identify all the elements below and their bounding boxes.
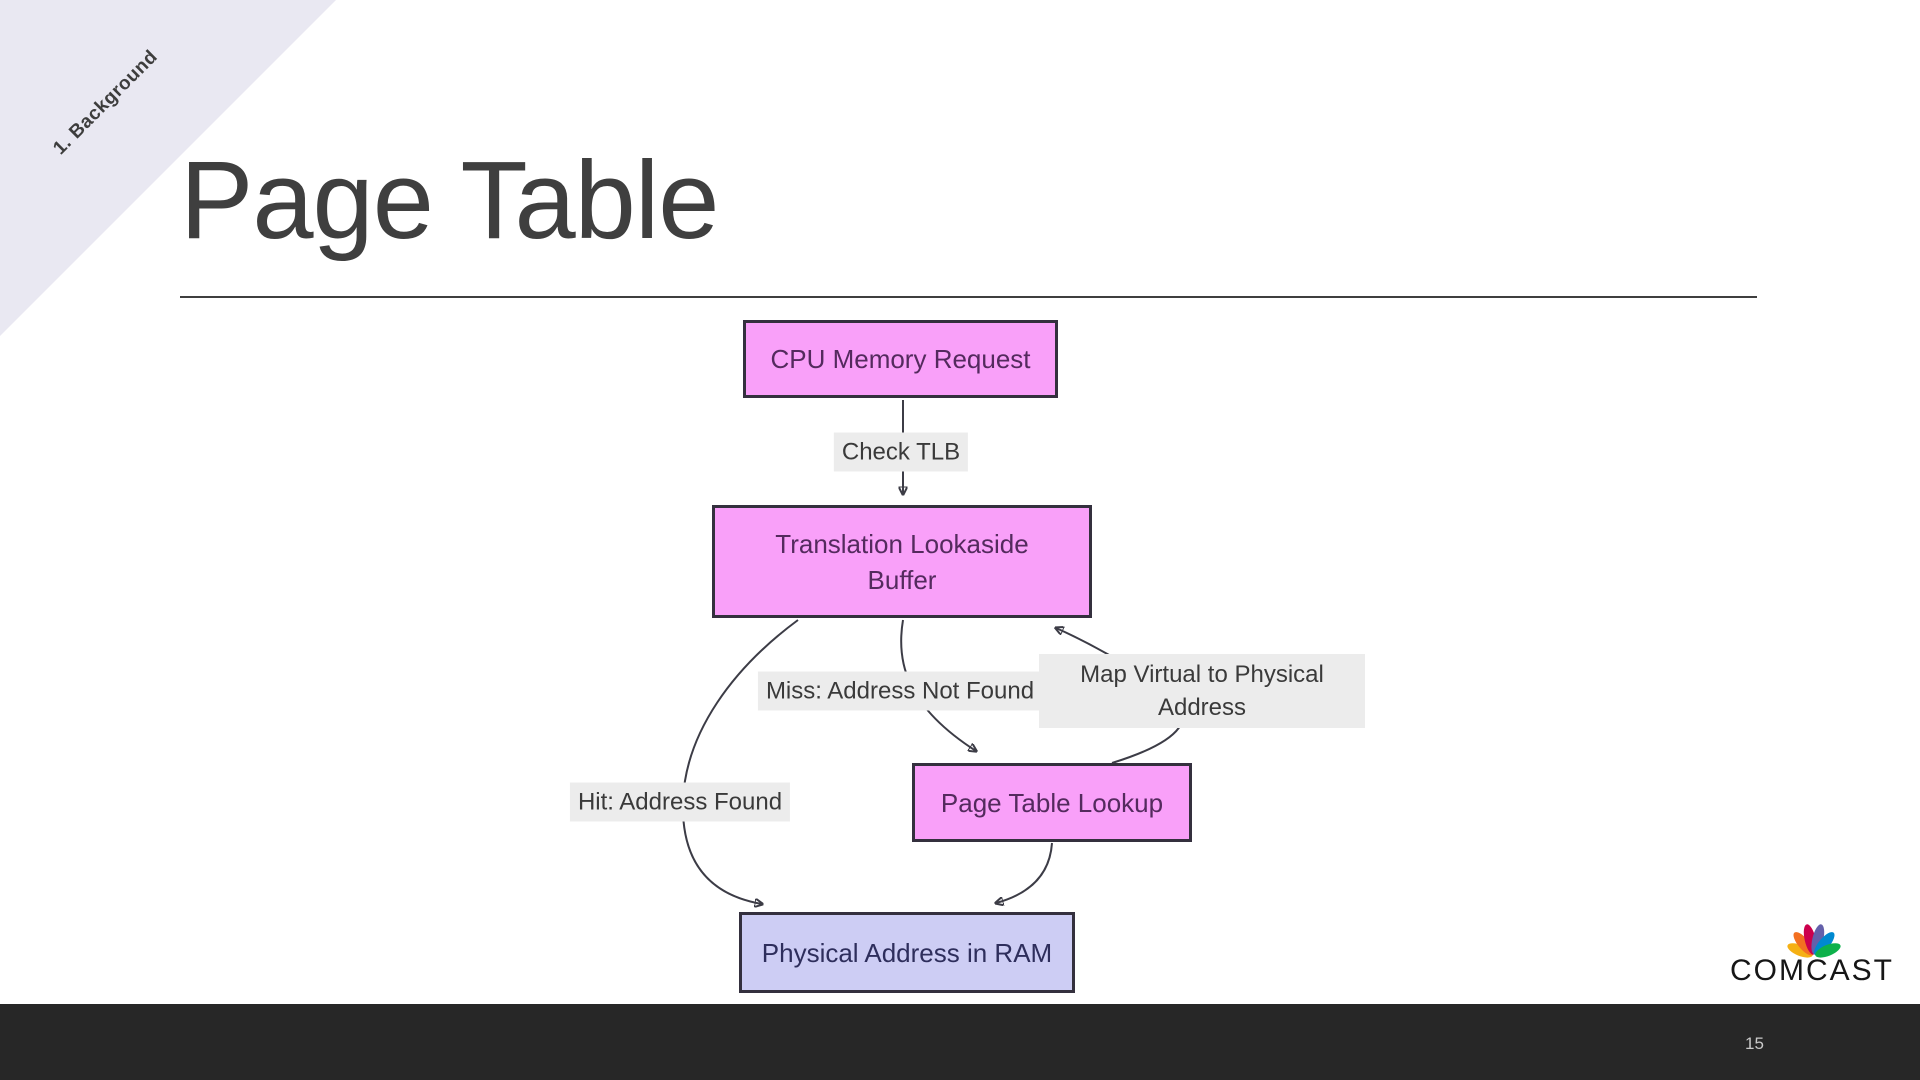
edge-tlb-to-ram-hit (681, 619, 799, 904)
edge-label-map-virtual-to-physical: Map Virtual to Physical Address (1039, 654, 1365, 728)
node-physical-address-in-ram: Physical Address in RAM (739, 912, 1075, 993)
edge-label-hit-address-found: Hit: Address Found (569, 782, 791, 822)
node-page-table-lookup: Page Table Lookup (912, 763, 1192, 842)
node-label: Page Table Lookup (940, 787, 1164, 818)
comcast-wordmark: COMCAST (1730, 954, 1894, 987)
title-divider (180, 296, 1757, 298)
node-translation-lookaside-buffer: Translation Lookaside Buffer (712, 505, 1092, 618)
nbc-peacock-icon (1787, 924, 1841, 958)
node-label: CPU Memory Request (770, 344, 1031, 374)
page-number: 15 (1745, 1034, 1764, 1053)
node-cpu-memory-request: CPU Memory Request (743, 320, 1058, 398)
edge-ptl-to-ram (996, 842, 1053, 903)
edge-label-check-tlb: Check TLB (833, 432, 969, 472)
node-label: Translation Lookaside Buffer (775, 528, 1029, 595)
comcast-logo: COMCAST (1712, 910, 1912, 990)
node-label: Physical Address in RAM (761, 937, 1053, 968)
page-title: Page Table (180, 139, 719, 262)
edge-label-miss-address-not-found: Miss: Address Not Found (757, 671, 1043, 711)
footer-bar: 15 (0, 1004, 1920, 1080)
